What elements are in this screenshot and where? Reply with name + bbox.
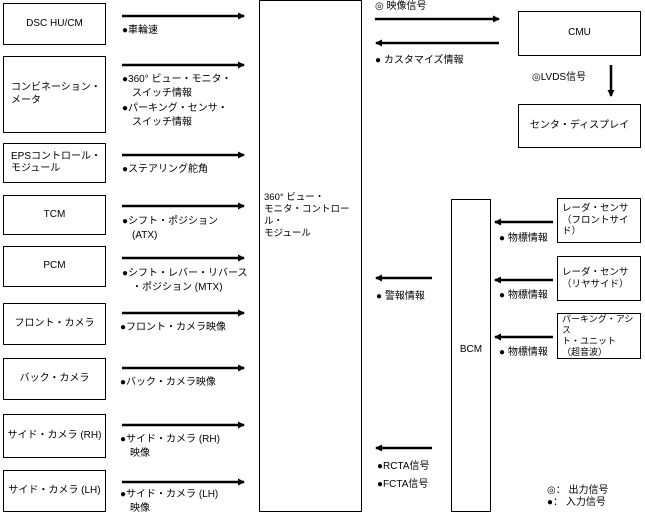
unit-box-eps: EPSコントロール・ モジュール (3, 143, 106, 183)
legend-input: ●： 入力信号 (547, 497, 606, 508)
signal-side-camera-lh: ●サイド・カメラ (LH) 映像 (120, 489, 219, 514)
unit-label-dsc: DSC HU/CM (26, 17, 83, 29)
unit-label-back-camera: バック・カメラ (19, 372, 90, 384)
control-module-label: 360° ビュー・ モニタ・コントロール・ モジュール (264, 192, 350, 239)
signal-parking-sensor-switch: ●パーキング・センサ・ スイッチ情報 (122, 103, 228, 128)
signal-customize-info: ● カスタマイズ情報 (375, 55, 464, 66)
signal-shift-position: ●シフト・ポジション (ATX) (122, 216, 219, 241)
signal-reverse-position: ●シフト・レバー・リバース ・ポジション (MTX) (122, 268, 248, 293)
center-display-box: センタ・ディスプレイ (518, 104, 641, 148)
signal-lvds: ◎LVDS信号 (532, 72, 587, 83)
signal-switch-info: ●360° ビュー・モニタ・ スイッチ情報 (122, 74, 232, 99)
signal-fcta: ●FCTA信号 (377, 479, 429, 490)
cmu-box: CMU (518, 11, 641, 56)
unit-box-pcm: PCM (3, 246, 106, 287)
signal-video: ◎ 映像信号 (375, 1, 427, 12)
legend-output: ◎： 出力信号 (547, 485, 609, 496)
unit-label-pcm: PCM (43, 260, 66, 272)
signal-back-camera: ●バック・カメラ映像 (120, 377, 216, 388)
signal-target-info-front: ● 物標情報 (499, 233, 548, 244)
unit-box-front-camera: フロント・カメラ (3, 303, 106, 345)
unit-box-tcm: TCM (3, 195, 106, 235)
radar-sensor-front-label: レーダ・センサ （フロントサイド） (562, 202, 629, 238)
unit-box-combination-meter: コンビネーション・ メータ (3, 56, 106, 133)
radar-sensor-front-box: レーダ・センサ （フロントサイド） (557, 198, 641, 243)
unit-label-eps: EPSコントロール・ モジュール (11, 150, 102, 175)
unit-box-dsc: DSC HU/CM (3, 3, 106, 45)
signal-alarm-info: ● 警報情報 (376, 291, 425, 302)
bcm-label: BCM (459, 344, 483, 356)
signal-target-info-rear: ● 物標情報 (499, 290, 548, 301)
unit-label-tcm: TCM (43, 208, 66, 220)
unit-box-back-camera: バック・カメラ (3, 358, 106, 400)
cmu-label: CMU (568, 27, 591, 39)
unit-label-front-camera: フロント・カメラ (14, 317, 95, 329)
unit-label-combination-meter: コンビネーション・ メータ (11, 82, 101, 106)
radar-sensor-rear-box: レーダ・センサ （リヤサイド） (557, 256, 641, 301)
unit-box-side-camera-rh: サイド・カメラ (RH) (3, 414, 106, 458)
signal-steering-angle: ●ステアリング舵角 (122, 164, 209, 175)
signal-wheel-speed: ●車輪速 (122, 25, 159, 36)
unit-label-side-camera-rh: サイド・カメラ (RH) (7, 429, 102, 441)
signal-target-info-parking: ● 物標情報 (499, 347, 548, 358)
unit-box-side-camera-lh: サイド・カメラ (LH) (3, 470, 106, 512)
bcm-box: BCM (451, 199, 491, 512)
control-module-box: 360° ビュー・ モニタ・コントロール・ モジュール (259, 0, 362, 512)
unit-label-side-camera-lh: サイド・カメラ (LH) (8, 484, 101, 496)
center-display-label: センタ・ディスプレイ (529, 119, 630, 131)
radar-sensor-rear-label: レーダ・センサ （リヤサイド） (562, 266, 629, 290)
signal-rcta: ●RCTA信号 (377, 461, 430, 472)
parking-assist-label: パーキング・アシス ト・ユニット （超音波） (562, 314, 634, 357)
parking-assist-box: パーキング・アシス ト・ユニット （超音波） (557, 313, 641, 359)
signal-side-camera-rh: ●サイド・カメラ (RH) 映像 (120, 434, 220, 459)
signal-front-camera: ●フロント・カメラ映像 (120, 322, 227, 333)
